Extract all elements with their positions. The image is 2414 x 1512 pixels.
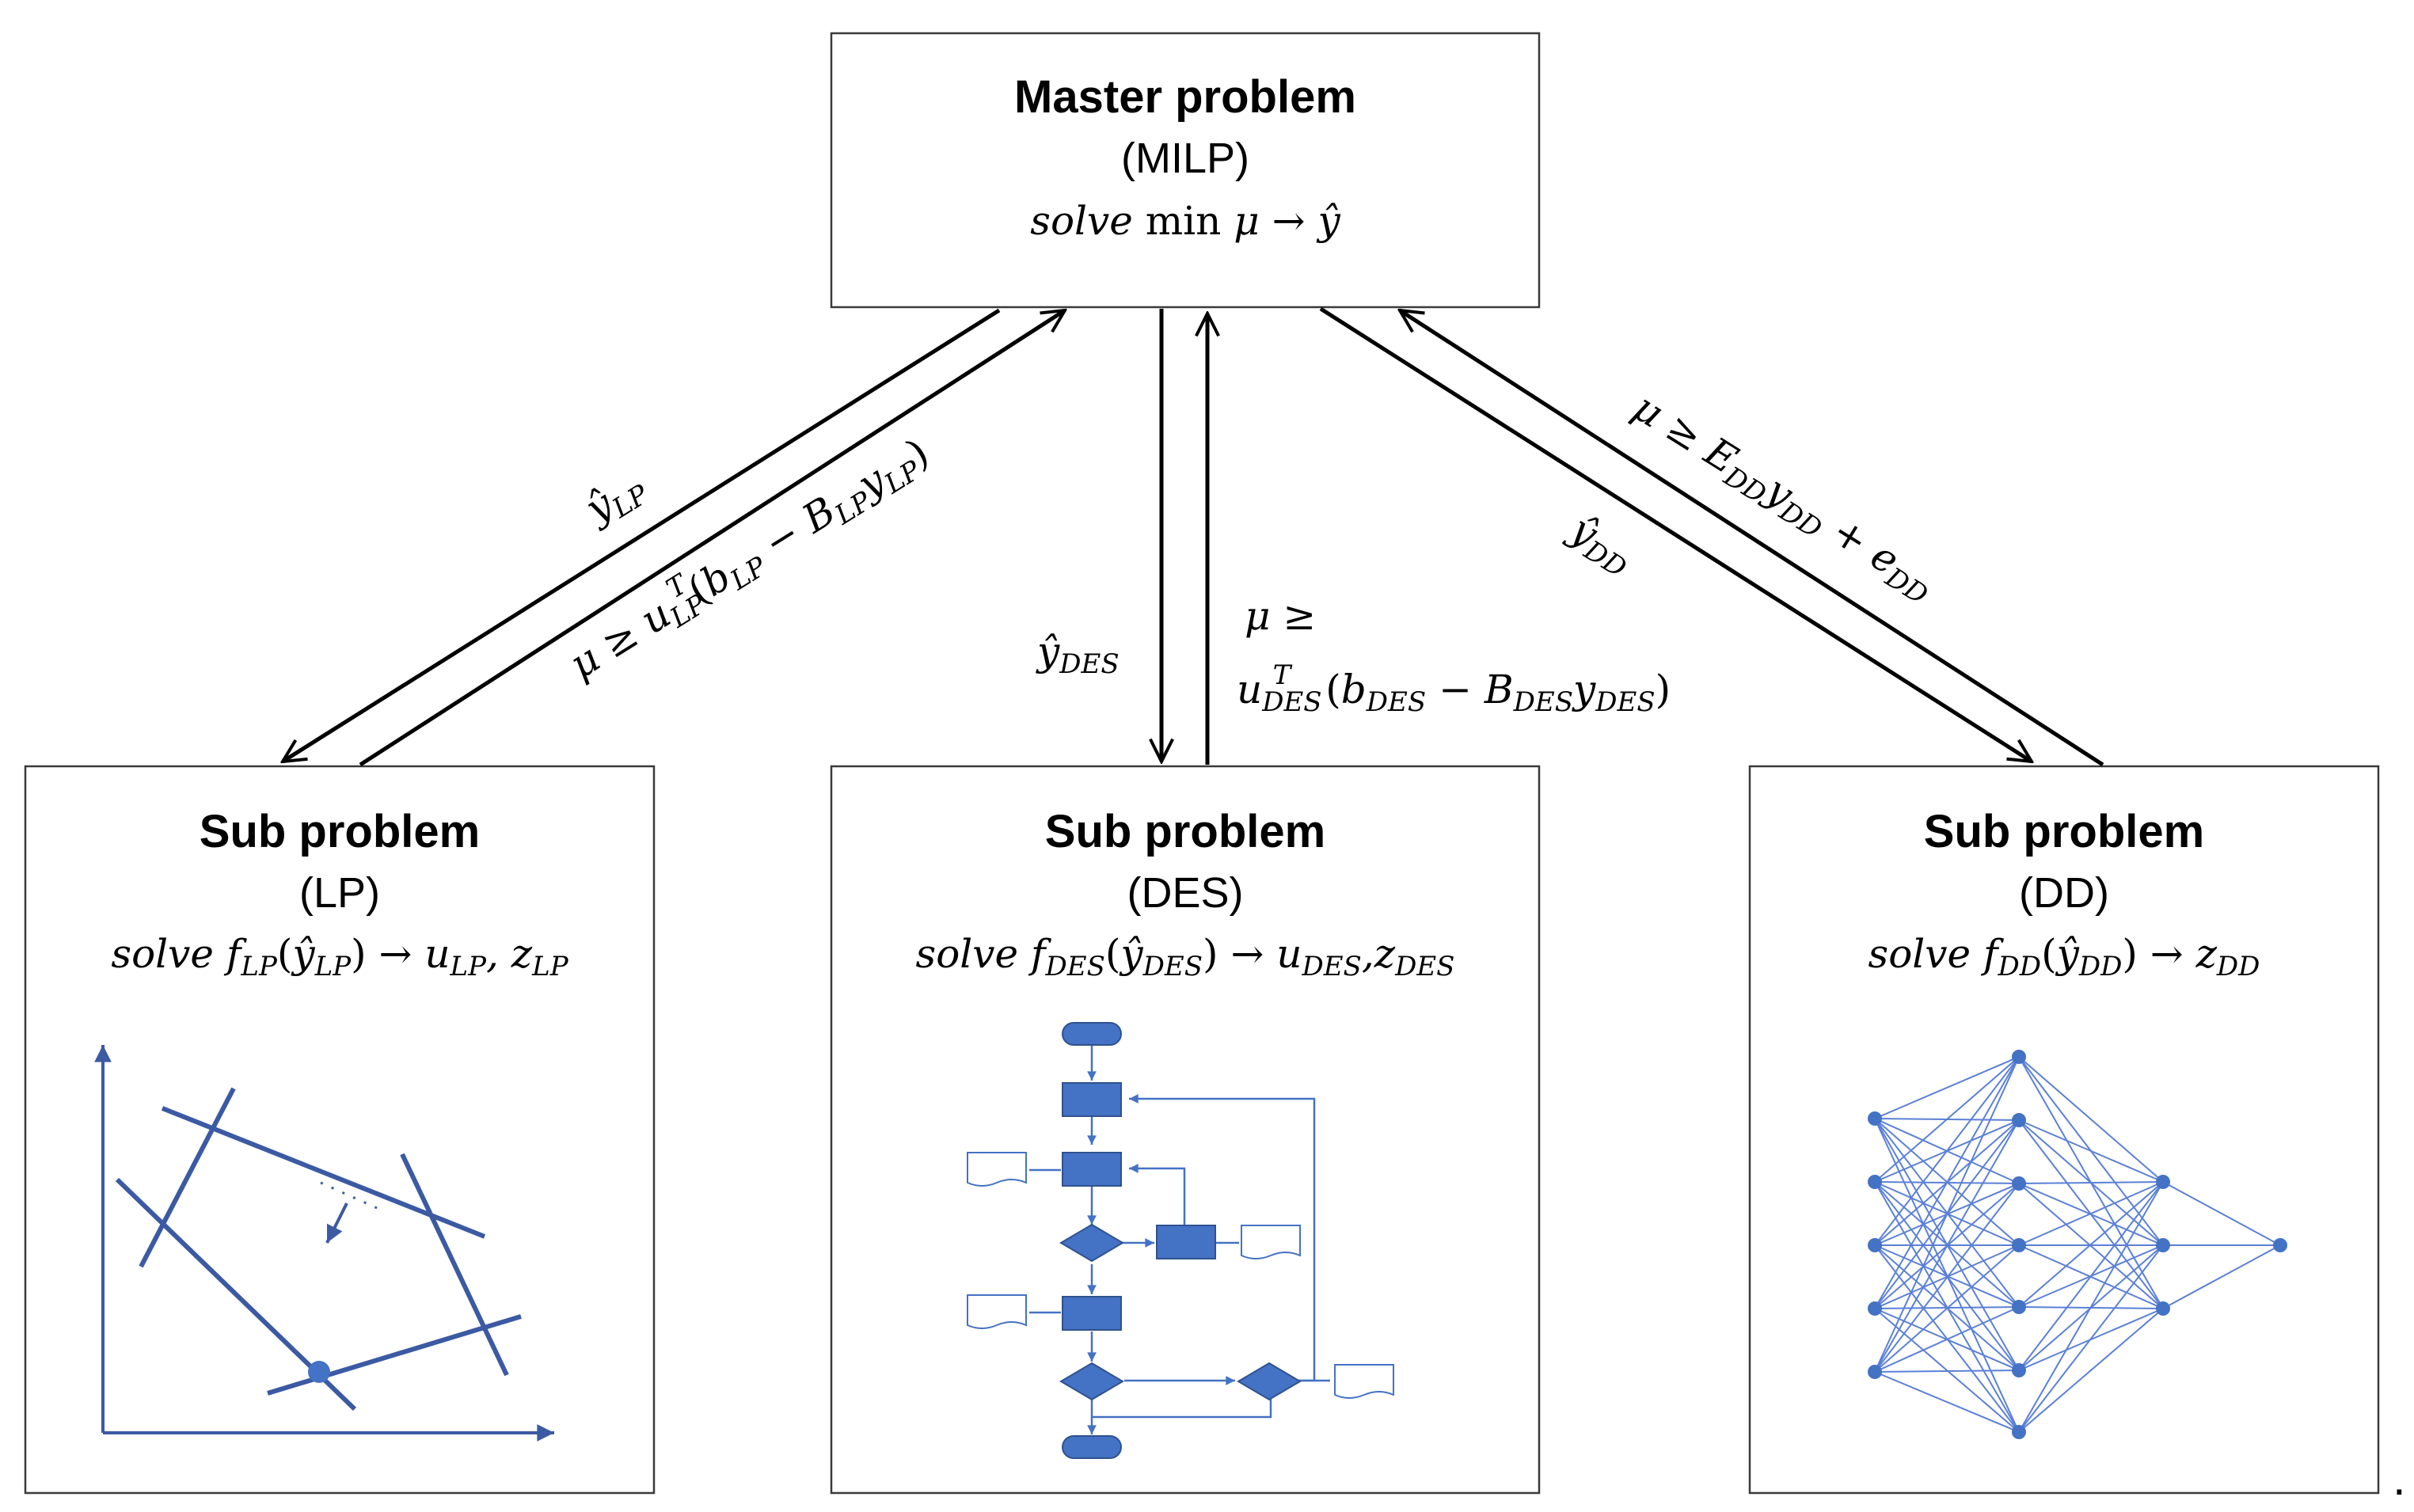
arrow-master-to-lp bbox=[283, 308, 1001, 762]
nn-edge bbox=[2018, 1308, 2164, 1433]
label-y-dd: ŷDD bbox=[1558, 505, 1642, 584]
dd-title: Sub problem bbox=[1924, 806, 2204, 857]
dd-formula: solve fDD(ŷDD) → zDD bbox=[1868, 931, 2260, 982]
nn-node bbox=[1868, 1301, 1882, 1316]
nn-edge bbox=[2018, 1181, 2164, 1184]
nn-edge bbox=[1874, 1056, 2020, 1119]
nn-node bbox=[1868, 1111, 1882, 1126]
nn-node bbox=[2012, 1300, 2026, 1314]
nn-edge bbox=[1874, 1119, 2020, 1373]
lp-subtitle: (LP) bbox=[299, 869, 380, 917]
nn-edge bbox=[2162, 1181, 2281, 1246]
nn-edge bbox=[2162, 1244, 2281, 1309]
nn-edge bbox=[1874, 1371, 2020, 1433]
nn-edge bbox=[2018, 1181, 2164, 1246]
subproblem-lp-box: Sub problem (LP) solve fLP(ŷLP) → uLP, z… bbox=[24, 765, 656, 1495]
nn-node bbox=[1868, 1238, 1882, 1252]
label-cut-dd: μ ≥ EDDyDD + eDD bbox=[1622, 384, 1944, 611]
linear-program-feasible-region-icon bbox=[94, 1045, 554, 1442]
nn-node bbox=[2156, 1175, 2170, 1189]
nn-node bbox=[1868, 1175, 1882, 1189]
nn-node bbox=[2012, 1425, 2026, 1439]
nn-node bbox=[2012, 1050, 2026, 1064]
master-title: Master problem bbox=[1014, 71, 1356, 123]
nn-edge bbox=[2018, 1181, 2164, 1308]
nn-node bbox=[1868, 1365, 1882, 1379]
nn-edge bbox=[2018, 1181, 2164, 1371]
lp-title: Sub problem bbox=[200, 806, 480, 857]
nn-node bbox=[2012, 1238, 2026, 1252]
nn-edge bbox=[1874, 1244, 2020, 1373]
nn-edge bbox=[2018, 1056, 2164, 1183]
arrow-lp-to-master bbox=[359, 310, 1065, 767]
flowchart-icon bbox=[967, 1022, 1394, 1459]
subproblem-des-box: Sub problem (DES) solve fDES(ŷDES) → uDE… bbox=[830, 765, 1541, 1495]
trailing-mark: . bbox=[2393, 1452, 2406, 1505]
master-formula: solve min μ → ŷ bbox=[1030, 198, 1340, 244]
arrow-master-to-dd bbox=[1319, 306, 2032, 762]
edge-labels: ŷLP μ ≥ uLPT(bLP − BLPyLP) ŷDES μ ≥ uDES… bbox=[557, 384, 1944, 718]
nn-node bbox=[2012, 1363, 2026, 1377]
nn-node bbox=[2012, 1113, 2026, 1127]
nn-node bbox=[2273, 1238, 2287, 1252]
subproblem-dd-box: Sub problem (DD) solve fDD(ŷDD) → zDD bbox=[1748, 765, 2380, 1495]
arrows bbox=[283, 306, 2104, 767]
nn-edge bbox=[2018, 1244, 2164, 1433]
nn-edge bbox=[1874, 1306, 2020, 1373]
label-cut-lp: μ ≥ uLPT(bLP − BLPyLP) bbox=[557, 424, 939, 693]
label-y-des: ŷDES bbox=[1036, 629, 1120, 680]
master-subtitle: (MILP) bbox=[1121, 135, 1249, 182]
label-cut-des-line2: uDEST(bDES − BDESyDES) bbox=[1237, 659, 1671, 718]
nn-node bbox=[2156, 1238, 2170, 1252]
nn-node bbox=[2012, 1176, 2026, 1191]
nn-edge bbox=[1874, 1370, 2020, 1373]
neural-network-icon bbox=[1868, 1050, 2287, 1439]
des-subtitle: (DES) bbox=[1127, 869, 1244, 917]
des-title: Sub problem bbox=[1045, 806, 1325, 857]
nn-edge bbox=[1874, 1183, 2020, 1373]
nn-node bbox=[2156, 1301, 2170, 1316]
nn-edge bbox=[1874, 1056, 2020, 1246]
nn-edge bbox=[1874, 1056, 2020, 1373]
label-cut-des-line1: μ ≥ bbox=[1245, 593, 1316, 639]
nn-edge bbox=[1874, 1056, 2020, 1183]
arrow-dd-to-master bbox=[1400, 310, 2104, 767]
nn-edge bbox=[2018, 1181, 2164, 1433]
label-y-lp: ŷLP bbox=[576, 462, 656, 538]
master-problem-box: Master problem (MILP) solve min μ → ŷ bbox=[830, 32, 1541, 309]
dd-subtitle: (DD) bbox=[2019, 869, 2109, 917]
nn-edge bbox=[2018, 1119, 2164, 1183]
nn-edge bbox=[1874, 1056, 2020, 1309]
